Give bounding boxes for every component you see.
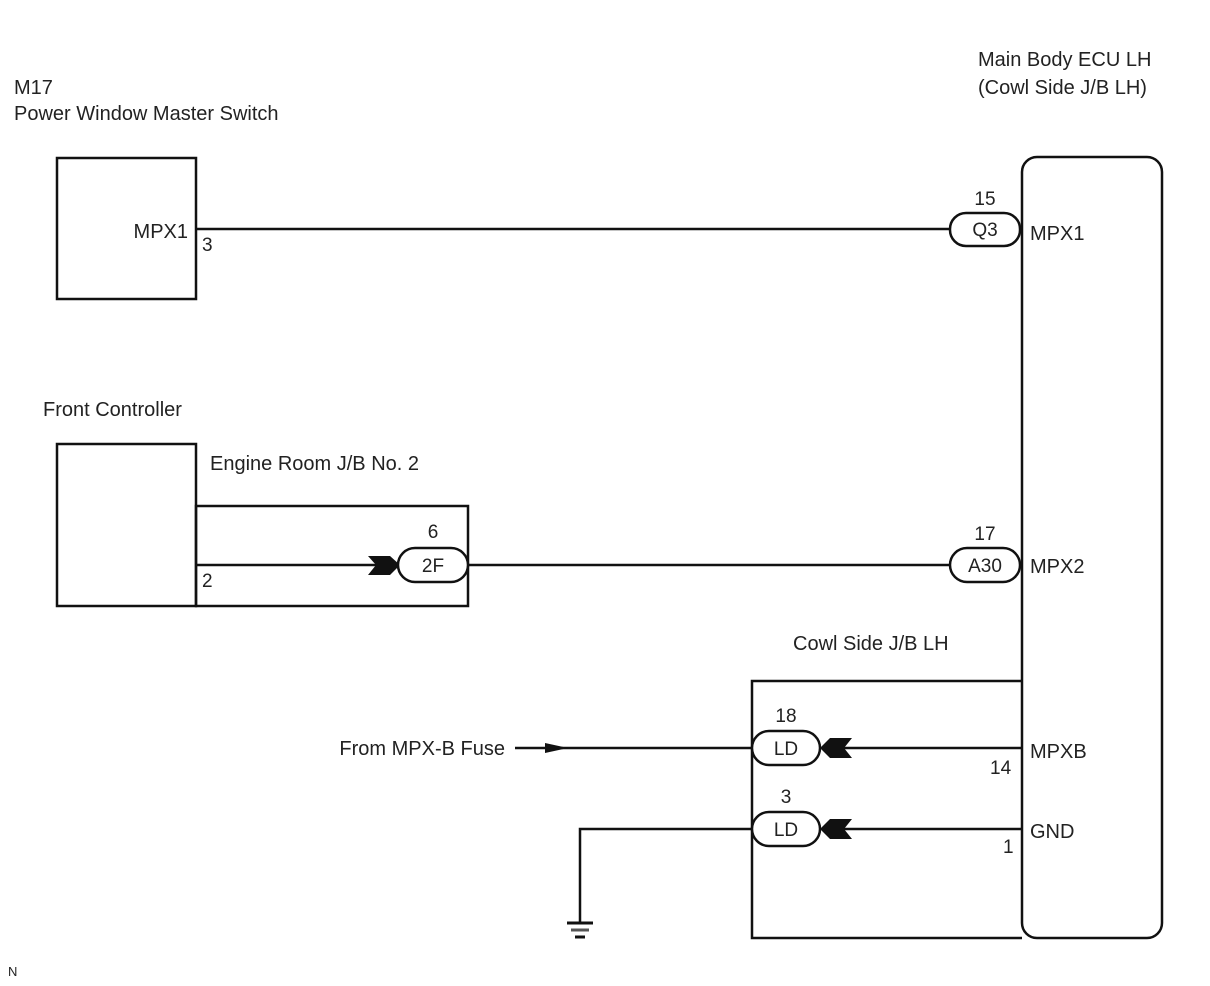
footer-mark: N: [8, 964, 17, 979]
connector-q3-label: Q3: [972, 220, 997, 241]
cowl-jb-name: Cowl Side J/B LH: [793, 633, 949, 655]
ground-icon: [567, 921, 593, 939]
connector-q3-pin: 15: [974, 189, 995, 210]
fuse-source-label: From MPX-B Fuse: [339, 738, 505, 760]
ecu-pin-gnd: 1: [1003, 837, 1014, 858]
cowl-jb-box: [750, 679, 1022, 940]
arrow-right-icon: [545, 743, 568, 753]
ecu-terminal-mpx2: MPX2: [1030, 556, 1084, 578]
connector-2f-label: 2F: [422, 556, 444, 577]
ecu-name: Main Body ECU LH: [978, 49, 1151, 71]
ecu-location: (Cowl Side J/B LH): [978, 77, 1147, 99]
ecu-terminal-mpx1: MPX1: [1030, 223, 1084, 245]
switch-pin: 3: [202, 235, 213, 256]
connector-arrow-icon: [820, 738, 852, 758]
front-controller-box: [55, 442, 198, 608]
front-controller-pin: 2: [202, 571, 213, 592]
connector-2f-pin: 6: [428, 522, 439, 543]
switch-code: M17: [14, 77, 53, 99]
connector-arrow-icon: [368, 556, 400, 575]
switch-terminal-label: MPX1: [134, 221, 188, 243]
ecu-terminal-mpxb: MPXB: [1030, 741, 1087, 763]
front-controller-name: Front Controller: [43, 399, 182, 421]
engine-room-jb-name: Engine Room J/B No. 2: [210, 453, 419, 475]
switch-name: Power Window Master Switch: [14, 103, 279, 125]
connector-ld-3-pin: 3: [781, 787, 792, 808]
connector-a30-label: A30: [968, 556, 1002, 577]
connector-q3: [948, 211, 1022, 248]
connector-a30: [948, 546, 1022, 584]
connector-ld-18-pin: 18: [775, 706, 796, 727]
wire-ground: [578, 827, 752, 922]
ecu-pin-mpxb: 14: [990, 758, 1012, 779]
connector-ld-3-label: LD: [774, 820, 798, 841]
connector-a30-pin: 17: [974, 524, 995, 545]
connector-ld-18-label: LD: [774, 739, 798, 760]
ecu-box: [1020, 155, 1164, 940]
connector-arrow-icon: [820, 819, 852, 839]
engine-room-jb-box: [194, 504, 470, 608]
ecu-terminal-gnd: GND: [1030, 821, 1074, 843]
